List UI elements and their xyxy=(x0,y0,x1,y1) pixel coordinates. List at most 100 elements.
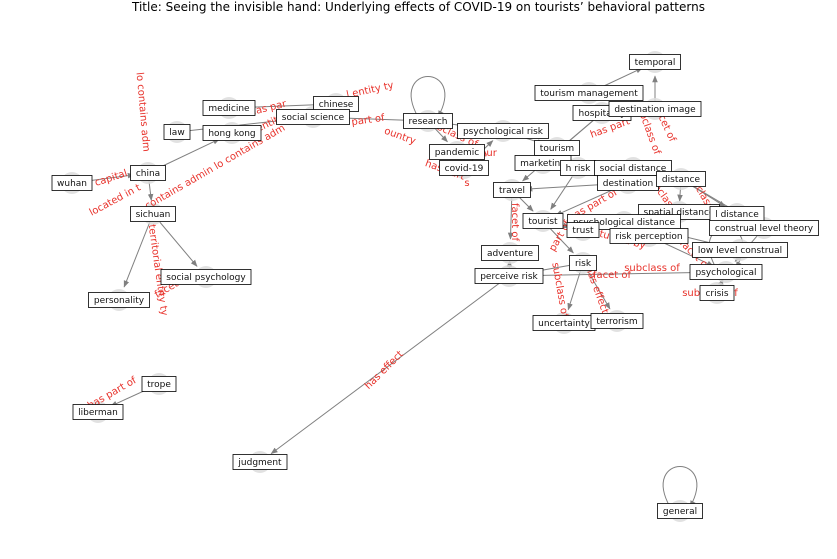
edge-label: has effect xyxy=(363,349,406,392)
node-crisis[interactable]: crisis xyxy=(699,285,735,301)
node-research[interactable]: research xyxy=(403,113,453,129)
edge-label: ountry xyxy=(383,126,418,148)
node-medicine[interactable]: medicine xyxy=(202,100,256,116)
node-label-box xyxy=(699,285,735,301)
node-label-text: destination image xyxy=(614,105,696,115)
graph-edge xyxy=(270,275,510,455)
node-label-box xyxy=(457,123,549,139)
node-pandemic[interactable]: pandemic xyxy=(429,144,485,160)
node-l-distance[interactable]: l distance xyxy=(709,206,765,222)
node-label-box xyxy=(689,264,763,280)
node-label-text: risk xyxy=(575,259,592,269)
node-label-box xyxy=(276,109,350,125)
node-label-box xyxy=(51,175,93,191)
node-label-text: psychological risk xyxy=(463,127,544,137)
node-label-text: hong kong xyxy=(208,129,255,139)
node-label-box xyxy=(657,503,703,519)
node-label-box xyxy=(163,124,191,140)
node-marketing[interactable]: marketing xyxy=(514,155,572,171)
node-label-box xyxy=(141,376,177,392)
node-label-box xyxy=(629,54,681,70)
node-label-box xyxy=(439,160,489,176)
node-personality[interactable]: personality xyxy=(88,292,150,308)
node-label-box xyxy=(88,292,150,308)
node-label-text: covid-19 xyxy=(445,164,484,174)
node-psychological-risk[interactable]: psychological risk xyxy=(457,123,549,139)
node-social-science[interactable]: social science xyxy=(276,109,350,125)
node-label-text: distance xyxy=(662,175,701,185)
node-label-text: psychological distance xyxy=(573,218,676,228)
graph-edge xyxy=(152,213,198,267)
node-covid-19[interactable]: covid-19 xyxy=(439,160,489,176)
node-label-text: wuhan xyxy=(57,179,87,189)
node-label-text: l distance xyxy=(715,210,759,220)
node-label-box xyxy=(72,404,124,420)
graph-self-loop-edge xyxy=(410,76,446,118)
node-label-text: judgment xyxy=(237,458,282,468)
node-label-text: liberman xyxy=(78,408,118,418)
node-h-risk[interactable]: h risk xyxy=(560,160,596,176)
node-label-text: low level construal xyxy=(698,246,782,256)
node-distance[interactable]: distance xyxy=(656,171,706,187)
node-social-psychology[interactable]: social psychology xyxy=(160,269,252,285)
node-label-text: crisis xyxy=(705,289,728,299)
node-label-text: social psychology xyxy=(166,273,246,283)
node-trope[interactable]: trope xyxy=(141,376,177,392)
node-label-text: pandemic xyxy=(435,148,479,158)
node-label-text: perceive risk xyxy=(480,272,538,282)
node-sichuan[interactable]: sichuan xyxy=(130,206,176,222)
node-tourist[interactable]: tourist xyxy=(522,213,564,229)
node-destination[interactable]: destination xyxy=(597,175,659,191)
node-label-text: travel xyxy=(499,186,525,196)
node-low-level-construal[interactable]: low level construal xyxy=(692,242,788,258)
node-label-box xyxy=(534,85,644,101)
graph-edge xyxy=(123,213,154,288)
node-destination-image[interactable]: destination image xyxy=(608,101,702,117)
node-hong-kong[interactable]: hong kong xyxy=(202,125,262,141)
edge-label: part of xyxy=(351,113,386,129)
node-judgment[interactable]: judgment xyxy=(232,454,288,470)
node-label-text: sichuan xyxy=(136,210,171,220)
node-label-box xyxy=(590,313,644,329)
node-label-box xyxy=(692,242,788,258)
node-tourism[interactable]: tourism xyxy=(534,140,580,156)
node-label-text: terrorism xyxy=(596,317,637,327)
node-label-text: risk perception xyxy=(615,232,682,242)
edge-label: subclass of xyxy=(549,262,570,319)
node-perceive-risk[interactable]: perceive risk xyxy=(474,268,544,284)
node-risk-perception[interactable]: risk perception xyxy=(609,228,689,244)
node-china[interactable]: china xyxy=(130,165,166,181)
node-construal-level-theory[interactable]: construal level theory xyxy=(709,220,819,236)
node-terrorism[interactable]: terrorism xyxy=(590,313,644,329)
node-label-text: chinese xyxy=(319,100,354,110)
edge-label: s xyxy=(464,178,469,189)
node-label-text: trope xyxy=(147,380,171,390)
node-general[interactable]: general xyxy=(657,503,703,519)
node-label-text: social science xyxy=(282,113,345,123)
node-label-box xyxy=(403,113,453,129)
node-tourism-management[interactable]: tourism management xyxy=(534,85,644,101)
node-label-box xyxy=(481,245,539,261)
node-label-text: marketing xyxy=(520,159,566,169)
node-uncertainty[interactable]: uncertainty xyxy=(532,315,596,331)
node-psychological[interactable]: psychological xyxy=(689,264,763,280)
node-law[interactable]: law xyxy=(163,124,191,140)
node-label-text: construal level theory xyxy=(715,224,814,234)
node-temporal[interactable]: temporal xyxy=(629,54,681,70)
node-label-text: general xyxy=(663,507,697,517)
node-social-distance[interactable]: social distance xyxy=(594,160,672,176)
node-risk[interactable]: risk xyxy=(569,255,597,271)
edge-label: facet of xyxy=(593,270,632,281)
node-wuhan[interactable]: wuhan xyxy=(51,175,93,191)
node-label-text: adventure xyxy=(487,249,534,259)
node-liberman[interactable]: liberman xyxy=(72,404,124,420)
page-title: Title: Seeing the invisible hand: Underl… xyxy=(132,0,705,14)
node-adventure[interactable]: adventure xyxy=(481,245,539,261)
node-label-text: law xyxy=(169,128,184,138)
node-label-text: hospitality xyxy=(578,109,626,119)
node-travel[interactable]: travel xyxy=(493,182,531,198)
node-trust[interactable]: trust xyxy=(566,222,600,238)
